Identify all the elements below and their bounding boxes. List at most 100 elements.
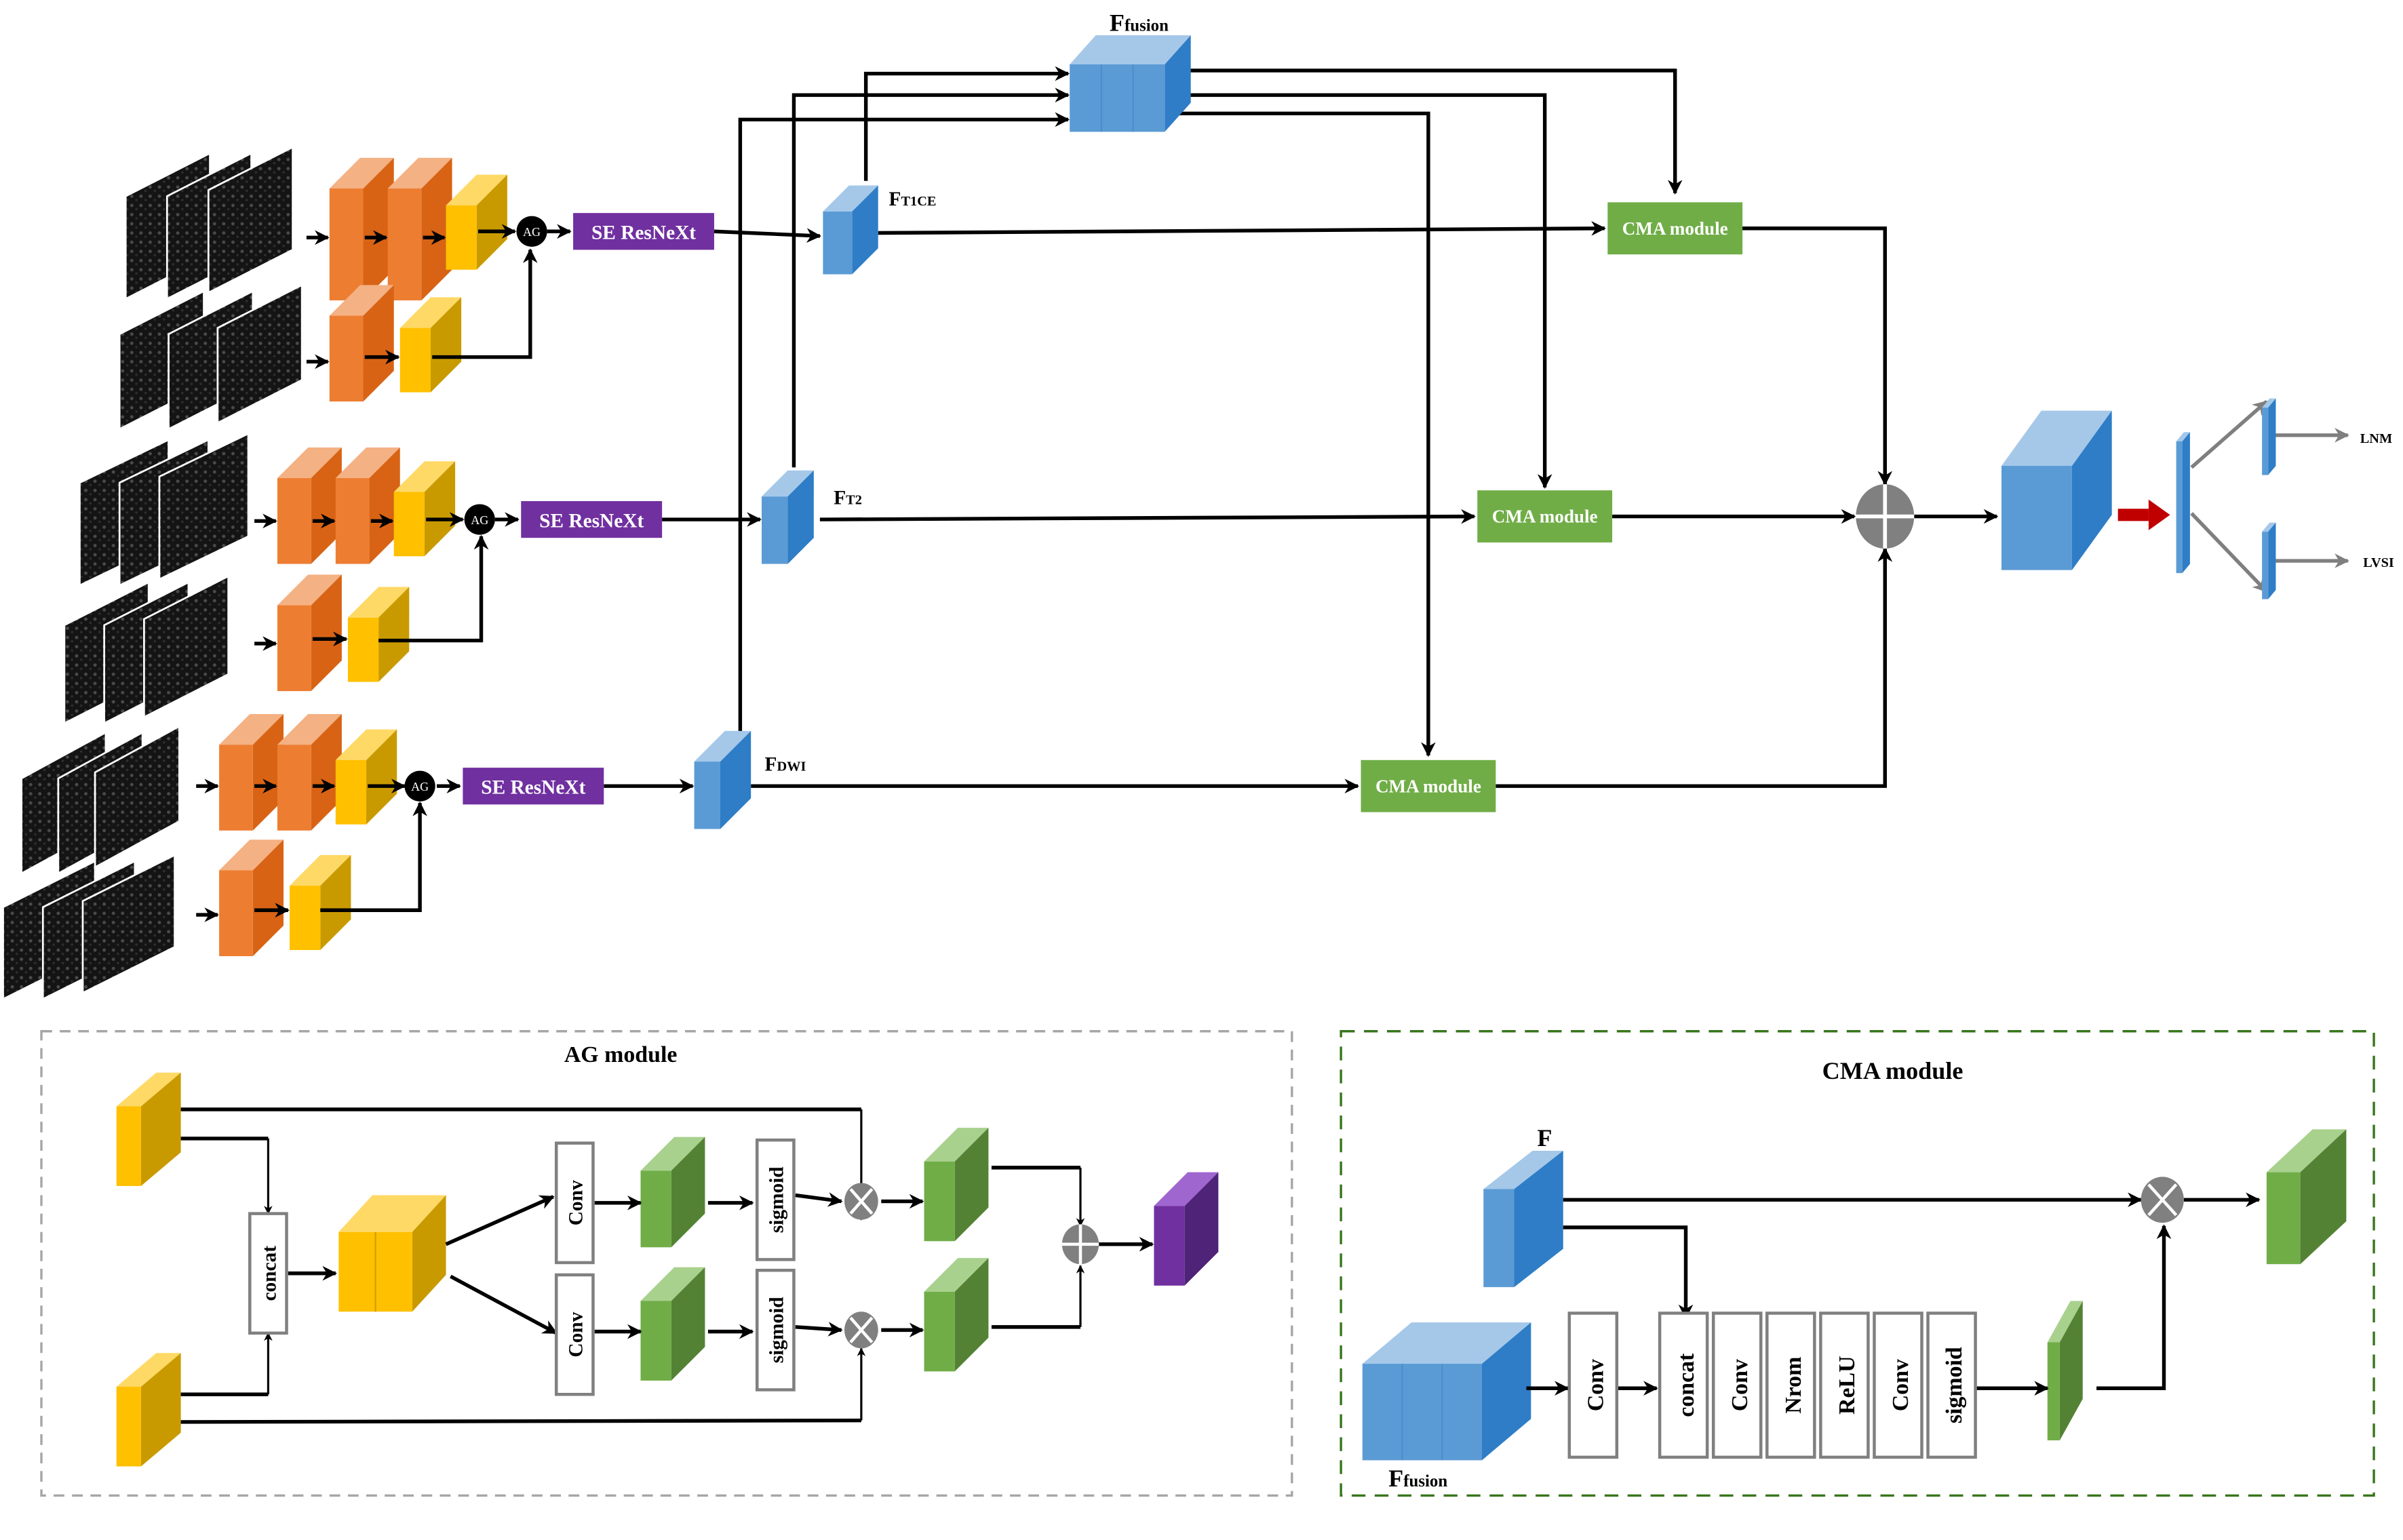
arrow xyxy=(1167,93,1552,489)
sigmoid-box-top: sigmoid xyxy=(755,1138,796,1261)
ag-circle xyxy=(464,504,495,535)
output-label-lnm: LNM xyxy=(2360,431,2392,446)
cma-label: CMA module xyxy=(1375,776,1481,796)
sigmoid-label: sigmoid xyxy=(766,1166,788,1233)
encoder-orange-block xyxy=(387,157,452,300)
mri-stack-t1ce-b xyxy=(118,283,303,431)
mri-slice-image xyxy=(81,853,176,995)
label-sub: T1CE xyxy=(901,194,936,209)
feature-label-t1ce: FT1CE xyxy=(889,189,937,210)
arrow xyxy=(320,801,427,912)
cma-out-green xyxy=(2266,1129,2347,1265)
encoder-yellow-block xyxy=(347,587,410,682)
label-sub: fusion xyxy=(1125,16,1169,35)
feature-label-dwi: FDWI xyxy=(765,754,806,776)
label-main: F xyxy=(765,754,777,776)
arrow xyxy=(1740,226,1893,486)
se-resnext-box xyxy=(463,768,604,805)
cma-op-label: sigmoid xyxy=(1942,1347,1967,1423)
red-arrow-head xyxy=(2148,499,2170,530)
se-resnext-label: SE ResNeXt xyxy=(481,777,585,799)
multiply-node-cma xyxy=(2141,1177,2184,1223)
encoder-yellow-block xyxy=(399,297,462,393)
label-sub: fusion xyxy=(1403,1472,1447,1490)
label-main: F xyxy=(1388,1465,1403,1492)
cma-input-f-blue xyxy=(1483,1151,1563,1288)
svg-text:FT1CE: FT1CE xyxy=(889,189,937,210)
sigmoid-box-bottom: sigmoid xyxy=(755,1268,796,1391)
conv-box-bottom: Conv xyxy=(554,1273,595,1396)
feature-cubes xyxy=(116,35,2347,1467)
ag-circle xyxy=(516,216,547,247)
ag-out-green-bottom xyxy=(924,1258,989,1372)
conv-label: Conv xyxy=(566,1180,587,1225)
ag-out-purple xyxy=(1154,1172,1219,1286)
ag-node-3: AG xyxy=(404,770,435,802)
ag-label: AG xyxy=(523,225,541,239)
cma-op-nrom-box: Nrom xyxy=(1765,1311,1816,1459)
cma-op-conv-box: Conv xyxy=(1711,1311,1763,1459)
ag-conv-green-bottom xyxy=(640,1267,705,1381)
mri-slice-image xyxy=(143,574,230,719)
encoder-yellow-block xyxy=(290,854,351,950)
sum-node xyxy=(1856,484,1915,549)
se-resnext-box xyxy=(521,500,663,538)
arrow xyxy=(819,509,1476,524)
encoder-yellow-block xyxy=(335,729,397,825)
cma-label: CMA module xyxy=(1622,218,1728,239)
mri-stack-t2-b xyxy=(63,574,230,725)
ag-node-1: AG xyxy=(516,216,547,247)
encoder-yellow-block xyxy=(393,461,456,557)
encoder-yellow-block xyxy=(446,174,507,270)
mri-slice-image xyxy=(94,724,180,869)
mri-slice-image xyxy=(158,432,250,581)
label-main: F xyxy=(834,487,846,509)
cma-rect xyxy=(1477,490,1613,542)
ag-input-yellow-top xyxy=(116,1072,181,1186)
cma-op-sigmoid-box: sigmoid xyxy=(1926,1311,1977,1459)
cma-input-fusion-blue xyxy=(1362,1322,1531,1461)
encoder-orange-block xyxy=(277,574,342,692)
mri-image-stacks xyxy=(2,145,303,1001)
mri-stack-t1ce-a xyxy=(124,145,294,300)
red-arrow-shaft xyxy=(2117,509,2149,521)
cma-op-conv-box: Conv xyxy=(1873,1311,1923,1459)
mri-stack-dwi-b xyxy=(2,853,176,1001)
arrow xyxy=(1496,547,1893,788)
cma-op-label: concat xyxy=(1674,1353,1699,1417)
ag-concat-yellow xyxy=(338,1195,446,1312)
encoder-orange-block xyxy=(219,714,284,831)
cma-op-label: Conv xyxy=(1584,1359,1609,1411)
ag-label: AG xyxy=(471,513,488,527)
arrow xyxy=(878,221,1606,236)
conv-box-top: Conv xyxy=(554,1141,595,1265)
conv-label: Conv xyxy=(566,1311,587,1357)
cma-box-2: CMA module xyxy=(1477,490,1613,542)
fc-layer-bar-lvsi xyxy=(2262,522,2276,599)
se-resnext-label: SE ResNeXt xyxy=(539,510,644,532)
feature-label-t2: FT2 xyxy=(834,487,862,509)
cma-rect xyxy=(1607,202,1743,255)
fc-layer-bar-lnm xyxy=(2262,398,2276,475)
se-resnext-label: SE ResNeXt xyxy=(591,222,696,244)
ag-panel-border xyxy=(40,1030,1293,1497)
mri-slice-image xyxy=(216,283,303,425)
cma-op-concat-box: concat xyxy=(1658,1311,1709,1459)
fused-feature-cube xyxy=(2001,410,2112,570)
arrow xyxy=(1167,111,1436,757)
encoder-orange-block xyxy=(219,840,284,957)
ag-circle xyxy=(404,770,435,802)
label-sub: DWI xyxy=(777,759,806,774)
ag-label: AG xyxy=(411,780,429,793)
svg-text:FT2: FT2 xyxy=(834,487,862,509)
label-main: F xyxy=(1110,9,1125,36)
cma-op-label: Conv xyxy=(1888,1359,1913,1411)
encoder-orange-block xyxy=(329,285,394,402)
mri-stack-t2-a xyxy=(79,432,250,587)
arrow xyxy=(863,66,1070,181)
sigmoid-label: sigmoid xyxy=(766,1297,788,1363)
se-resnext-3: SE ResNeXt xyxy=(463,768,604,805)
cma-panel-title: CMA module xyxy=(1822,1057,1964,1084)
